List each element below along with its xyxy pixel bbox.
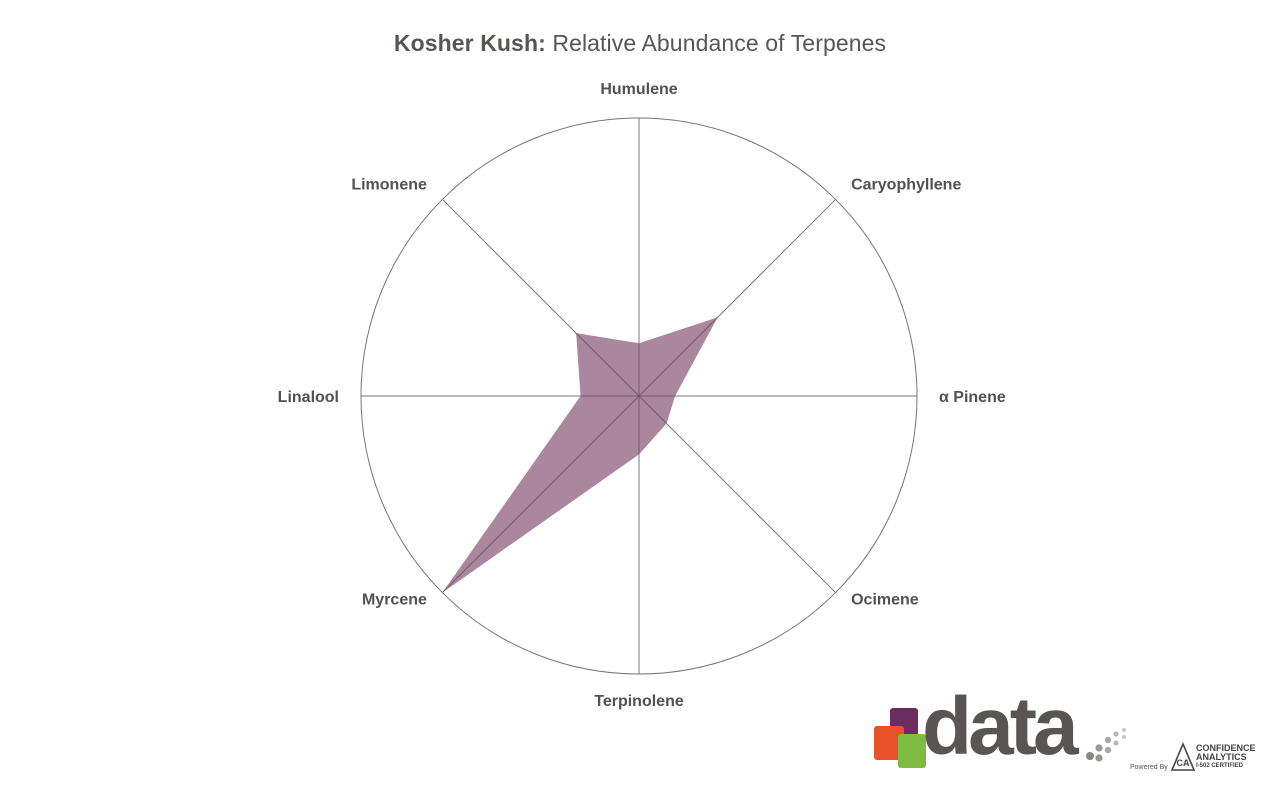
radar-spoke-overlay-3 [638,395,667,424]
partner-line-1: CONFIDENCE [1196,743,1256,753]
badge-letters: CA [1177,758,1190,768]
radar-point-1 [717,316,719,318]
radar-point-0 [638,342,640,344]
confidence-analytics-badge-icon: CA [1170,742,1196,771]
logo-wordmark: data [922,681,1079,772]
radar-point-7 [575,332,577,334]
axis-label-6: Linalool [278,389,339,406]
logo-dots-icon [1086,728,1126,762]
radar-point-5 [441,592,443,594]
radar-spoke-3 [638,395,836,593]
radar-point-3 [666,423,668,425]
axis-label-1: Caryophyllene [851,176,961,193]
radar-spoke-overlay-7 [575,332,640,397]
logo-square-green [898,734,926,768]
axis-label-2: α Pinene [939,389,1006,406]
axis-label-7: Limonene [351,176,427,193]
chart-title-strain: Kosher Kush: [393,30,546,56]
axis-label-4: Terpinolene [594,693,684,710]
radar-point-2 [674,395,676,397]
chart-title: Kosher Kush: Relative Abundance of Terpe… [0,30,1280,57]
axis-label-0: Humulene [600,81,677,98]
radar-spoke-overlay-5 [442,395,640,593]
chart-title-rest: Relative Abundance of Terpenes [552,30,887,56]
axis-label-5: Myrcene [362,592,427,609]
confidence-analytics-text: CONFIDENCE ANALYTICS I-502 CERTIFIED [1196,744,1256,771]
partner-line-3: I-502 CERTIFIED [1196,763,1244,769]
radar-spoke-overlay-1 [638,317,718,397]
partner-line-2: ANALYTICS [1196,752,1247,762]
axis-label-3: Ocimene [851,592,919,609]
powered-by-text: Powered By [1130,764,1168,771]
radar-point-4 [638,453,640,455]
radar-point-6 [580,395,582,397]
data-logo: data Powered By CA CONFIDENCE ANALYTICS … [872,686,1272,784]
